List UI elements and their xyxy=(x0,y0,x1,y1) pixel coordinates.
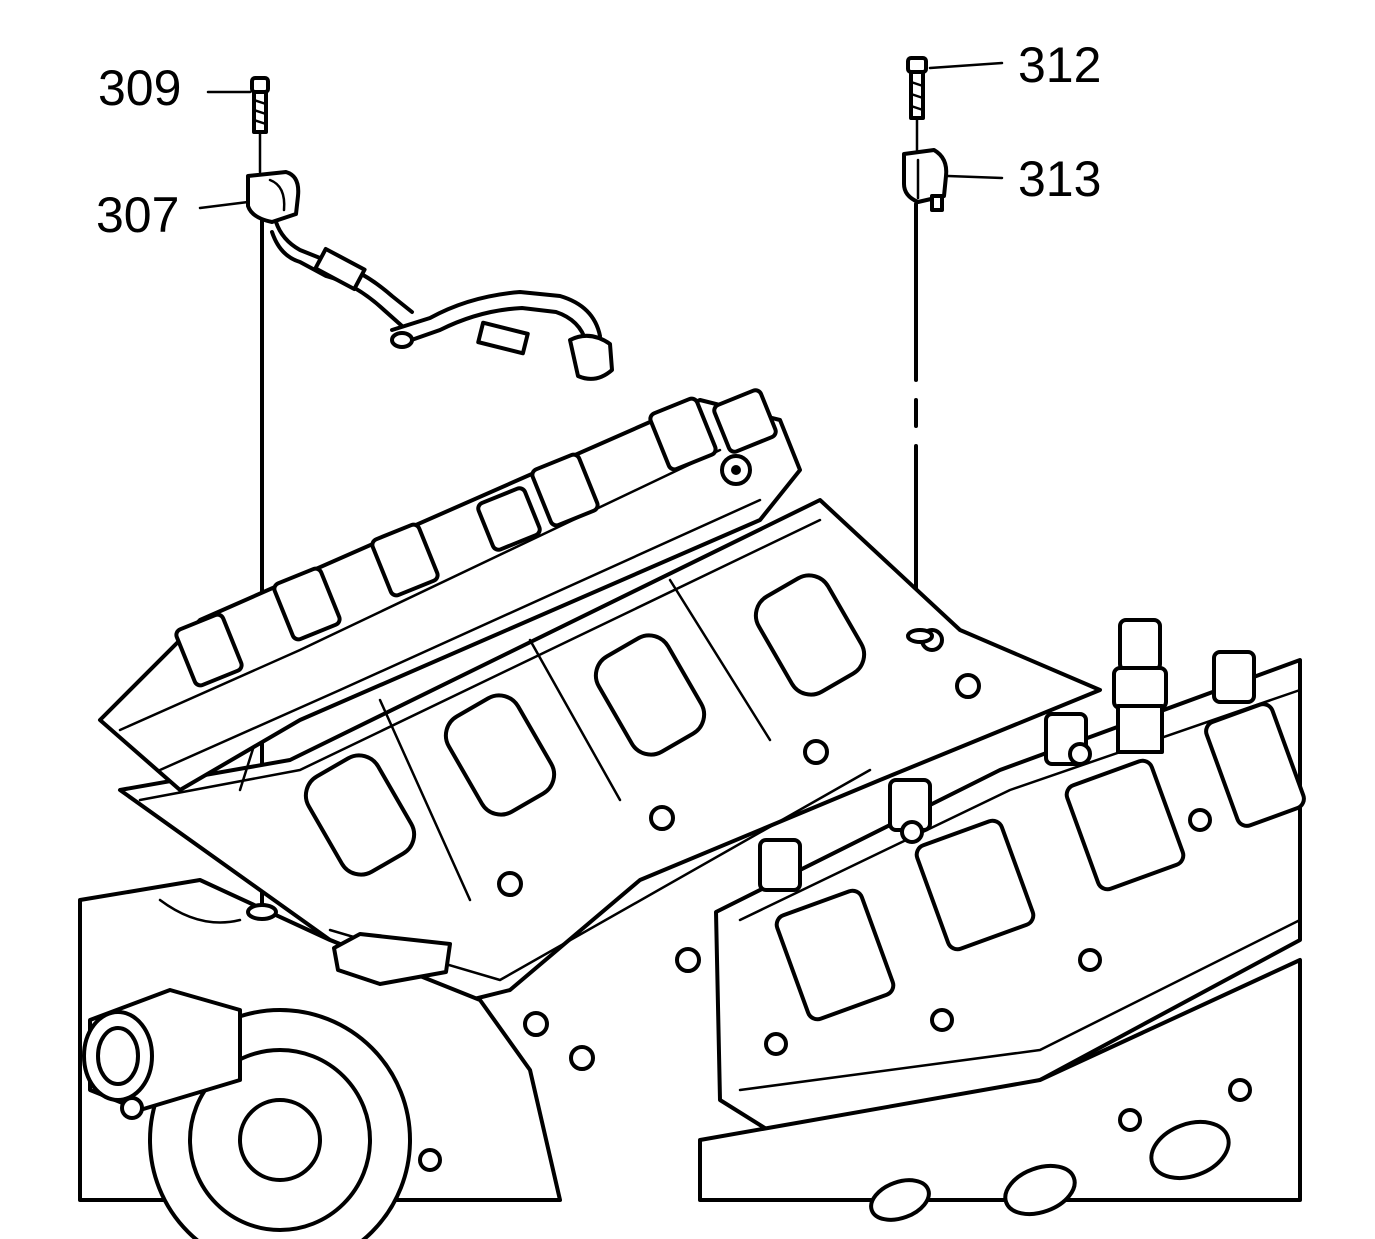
right-cylinder-bank xyxy=(714,618,1306,1152)
bolt-312 xyxy=(906,56,928,120)
callout-307: 307 xyxy=(96,187,250,243)
callout-312-leader xyxy=(928,61,1004,70)
callout-309: 309 xyxy=(98,60,252,116)
clamp-307 xyxy=(246,170,301,224)
callout-313-label: 313 xyxy=(1018,151,1101,207)
callout-313-leader xyxy=(946,174,1004,180)
cylinder-head-right xyxy=(698,958,1302,1222)
callout-312: 312 xyxy=(928,37,1101,93)
callout-312-label: 312 xyxy=(1018,37,1101,93)
pipe-assembly xyxy=(270,220,614,381)
mount-pad-left xyxy=(246,903,278,921)
callout-313: 313 xyxy=(946,151,1101,207)
callout-309-label: 309 xyxy=(98,60,181,116)
callout-307-leader xyxy=(198,200,250,210)
callout-307-label: 307 xyxy=(96,187,179,243)
engine-front xyxy=(78,878,562,1239)
bolt-309 xyxy=(250,76,270,134)
left-cylinder-bank xyxy=(98,388,802,792)
mount-pad-right xyxy=(906,628,934,644)
spacer-313 xyxy=(902,148,949,212)
